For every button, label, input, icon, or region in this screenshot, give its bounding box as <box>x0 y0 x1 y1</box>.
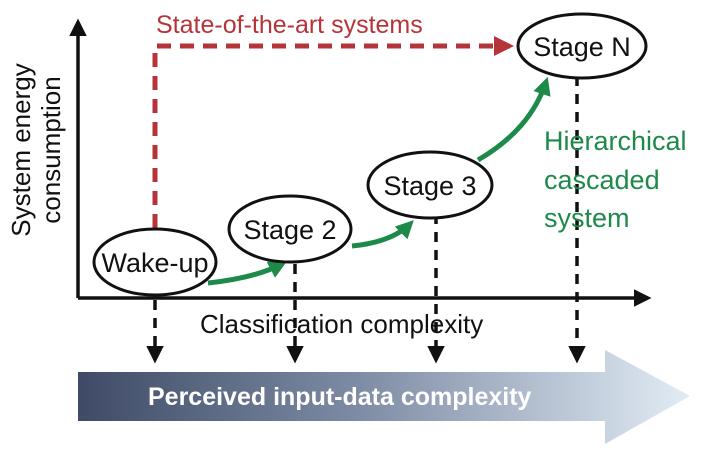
node-stageN: Stage N <box>516 12 648 80</box>
hierarchical-label-line1: Hierarchical <box>544 126 687 156</box>
sota-label: State-of-the-art systems <box>156 11 423 39</box>
x-axis-label: Classification complexity <box>200 309 483 339</box>
y-axis-label-line2: consumption <box>36 76 66 223</box>
complexity-banner-label: Perceived input-data complexity <box>148 383 532 411</box>
y-axis-label: System energy consumption <box>6 63 66 236</box>
complexity-banner-arrow <box>78 350 690 444</box>
node-wakeup-label: Wake-up <box>101 248 208 278</box>
node-stageN-label: Stage N <box>533 32 631 62</box>
green-arrow-wakeup-stage2 <box>207 261 287 286</box>
y-axis-label-line1: System energy <box>6 63 36 236</box>
hierarchical-label: Hierarchical cascaded system <box>544 126 687 233</box>
node-stage3-label: Stage 3 <box>383 171 476 201</box>
hierarchical-label-line3: system <box>544 203 630 233</box>
hierarchical-label-line2: cascaded <box>544 165 660 195</box>
node-stage2-label: Stage 2 <box>243 215 336 245</box>
node-stage2: Stage 2 <box>227 194 353 264</box>
green-arrow-stage3-stageN <box>476 76 551 163</box>
sota-path <box>152 36 514 228</box>
node-stage3: Stage 3 <box>366 150 494 220</box>
green-arrow-stage2-stage3 <box>351 220 414 249</box>
node-wakeup: Wake-up <box>92 227 218 297</box>
